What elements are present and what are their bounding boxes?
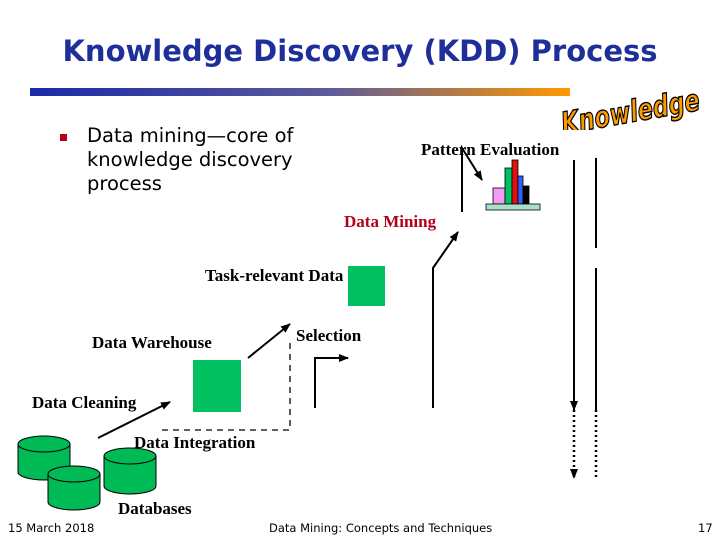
data-warehouse-box: [193, 360, 241, 412]
footer-center: Data Mining: Concepts and Techniques: [269, 521, 493, 535]
label-data-mining: Data Mining: [344, 212, 437, 231]
pattern-chart-icon: [485, 159, 541, 211]
data-mining-arrow: [432, 231, 459, 408]
bullet-square: [60, 134, 67, 141]
footer-date: 15 March 2018: [8, 521, 95, 535]
cleaning-integration-dashed-path: [162, 338, 291, 431]
warehouse-to-selection-arrow: [247, 323, 291, 359]
label-data-warehouse: Data Warehouse: [92, 333, 212, 352]
pattern-evaluation-arrow: [461, 144, 483, 212]
knowledge-wordart-logo: Knowledge: [558, 82, 703, 130]
footer-page-number: 17: [698, 521, 713, 535]
label-task-relevant-data: Task-relevant Data: [205, 266, 344, 285]
bullet-text: Data mining—core of knowledge discovery …: [87, 124, 294, 195]
label-databases: Databases: [118, 499, 192, 518]
selection-arrow: [314, 354, 349, 408]
label-data-cleaning: Data Cleaning: [32, 393, 137, 412]
database-cylinder-2: [47, 465, 101, 511]
task-relevant-data-box: [348, 266, 385, 306]
label-data-integration: Data Integration: [134, 433, 256, 452]
slide-title: Knowledge Discovery (KDD) Process: [62, 34, 658, 68]
database-cylinder-3: [103, 447, 157, 495]
data-cleaning-arrow: [97, 401, 171, 439]
label-selection: Selection: [296, 326, 362, 345]
label-pattern-evaluation: Pattern Evaluation: [421, 140, 560, 159]
title-gradient-rule: [30, 88, 570, 96]
